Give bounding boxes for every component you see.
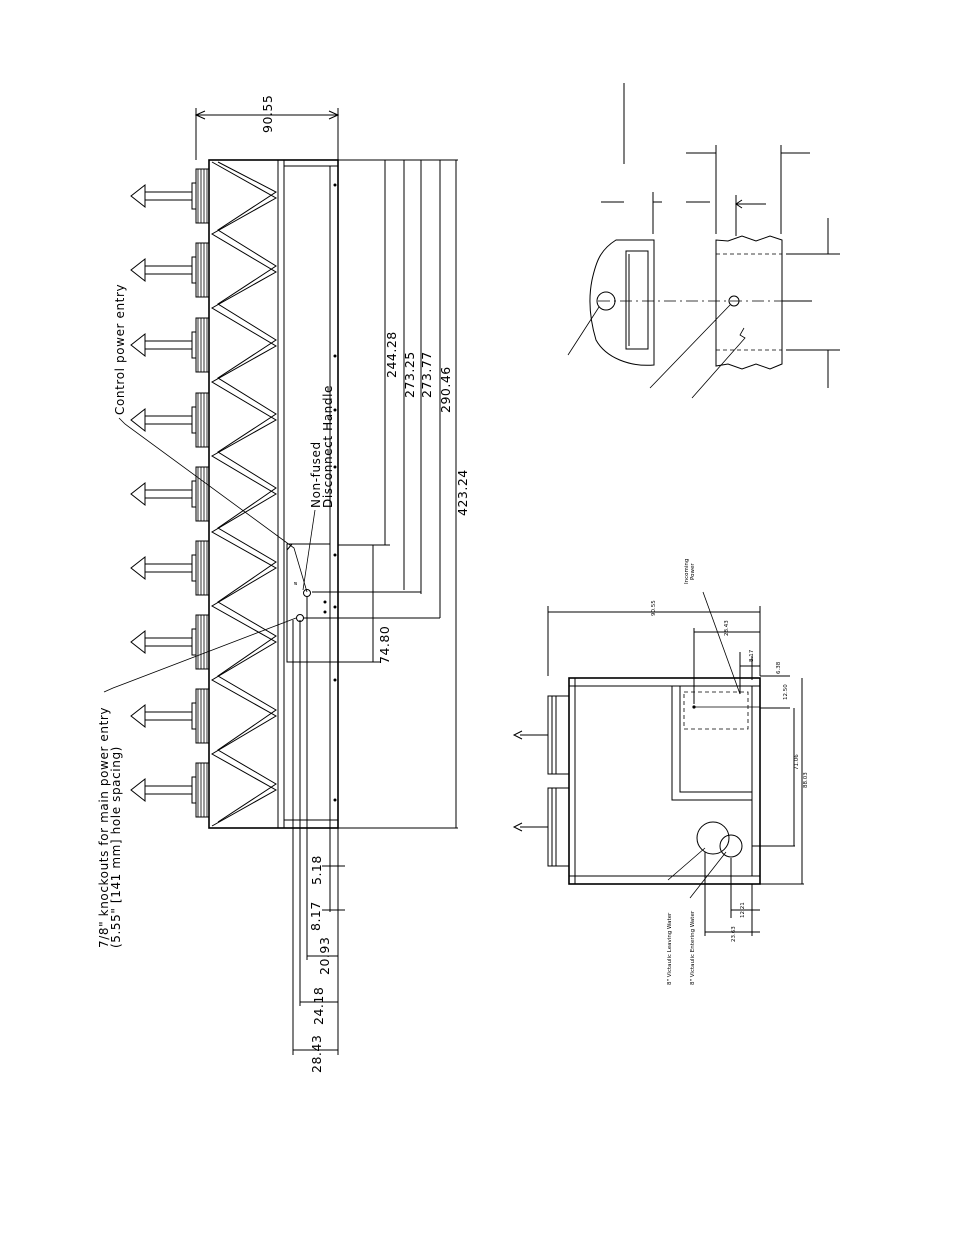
control-box	[286, 543, 331, 663]
fan-9	[130, 762, 210, 818]
airflow-arrow-icon	[130, 257, 146, 283]
dim-overall-depth: 90.55	[194, 95, 340, 160]
dim-28-43: 28.43	[309, 1035, 324, 1073]
end-dim-90-55: 90.55	[651, 600, 657, 616]
airflow-arrow-icon	[130, 332, 146, 358]
dim-273-77: 273.77	[419, 351, 434, 398]
airflow-arrow-icon	[130, 183, 146, 209]
dim-244-28: 244.28	[384, 331, 399, 378]
label-hole-spacing: (5.55" [141 mm] hole spacing)	[109, 746, 123, 948]
end-view-fans	[512, 695, 570, 867]
fan-7	[130, 614, 210, 670]
condenser-fans	[130, 168, 210, 818]
dim-74-80: 74.80	[377, 626, 392, 664]
end-dim-8-17: 8.17	[749, 649, 755, 662]
detail-view	[567, 83, 840, 399]
airflow-arrow-icon	[130, 629, 146, 655]
end-dim-28-43: 28.43	[724, 620, 730, 636]
dim-24-18: 24.18	[311, 987, 326, 1025]
label-non-fused: Non-fused	[309, 441, 323, 508]
callouts: Control power entry Non-fused Disconnect…	[97, 284, 335, 948]
control-power-knockout	[303, 589, 311, 597]
dim-423-24: 423.24	[455, 469, 470, 516]
dim-273-25: 273.25	[402, 351, 417, 398]
fan-6	[130, 540, 210, 596]
airflow-arrow-icon	[130, 481, 146, 507]
end-dim-23-63: 23.63	[731, 926, 737, 942]
fan-4	[130, 392, 210, 448]
label-control-power-entry: Control power entry	[113, 284, 127, 415]
label-incoming: Incoming	[684, 559, 690, 584]
dim-90-55: 90.55	[260, 95, 275, 133]
panel-fasteners	[323, 183, 337, 802]
label-entering-water: 8" Victaulic Entering Water	[690, 910, 696, 985]
label-power: Power	[690, 563, 696, 580]
end-dim-12-50: 12.50	[783, 684, 789, 700]
control-panel-outline	[683, 691, 749, 730]
label-leaving-water: 8" Victaulic Leaving Water	[667, 912, 673, 985]
airflow-arrow-icon	[130, 777, 146, 803]
dim-bottom-ladder: 5.18 8.17 20.93 24.18 28.43	[292, 596, 345, 1073]
fan-5	[130, 466, 210, 522]
end-view: 90.55 28.43 8.17 6.38 12.50 Incoming Pow…	[512, 559, 809, 985]
dim-20-93: 20.93	[317, 937, 332, 975]
side-view: ⌀ 90.55 244.28 273.25	[97, 95, 470, 1073]
dim-5-18: 5.18	[309, 855, 324, 885]
end-dim-71-06: 71.06	[794, 754, 800, 770]
fan-1	[130, 168, 210, 224]
end-dim-88-03: 88.03	[803, 772, 809, 788]
airflow-arrow-icon	[130, 703, 146, 729]
dim-length-ladder: 244.28 273.25 273.77 290.46 423.24 74.80	[303, 159, 470, 829]
end-dim-12-21: 12.21	[740, 902, 746, 918]
rail-section	[715, 235, 783, 370]
dim-290-46: 290.46	[438, 366, 453, 413]
coil-vee-pattern	[211, 161, 278, 827]
leaving-water-connection	[696, 821, 730, 855]
svg-text:⌀: ⌀	[293, 581, 299, 585]
entering-water-connection	[719, 834, 743, 858]
fan-8	[130, 688, 210, 744]
fan-2	[130, 242, 210, 298]
dim-8-17: 8.17	[308, 901, 323, 931]
airflow-arrow-icon	[130, 407, 146, 433]
airflow-arrow-icon	[130, 555, 146, 581]
label-knockouts: 7/8" knockouts for main power entry	[97, 707, 111, 948]
bracket-profile	[589, 239, 655, 366]
end-view-outline	[568, 677, 761, 885]
end-dim-6-38: 6.38	[776, 661, 782, 674]
fan-3	[130, 317, 210, 373]
label-disconnect-handle: Disconnect Handle	[321, 385, 335, 508]
